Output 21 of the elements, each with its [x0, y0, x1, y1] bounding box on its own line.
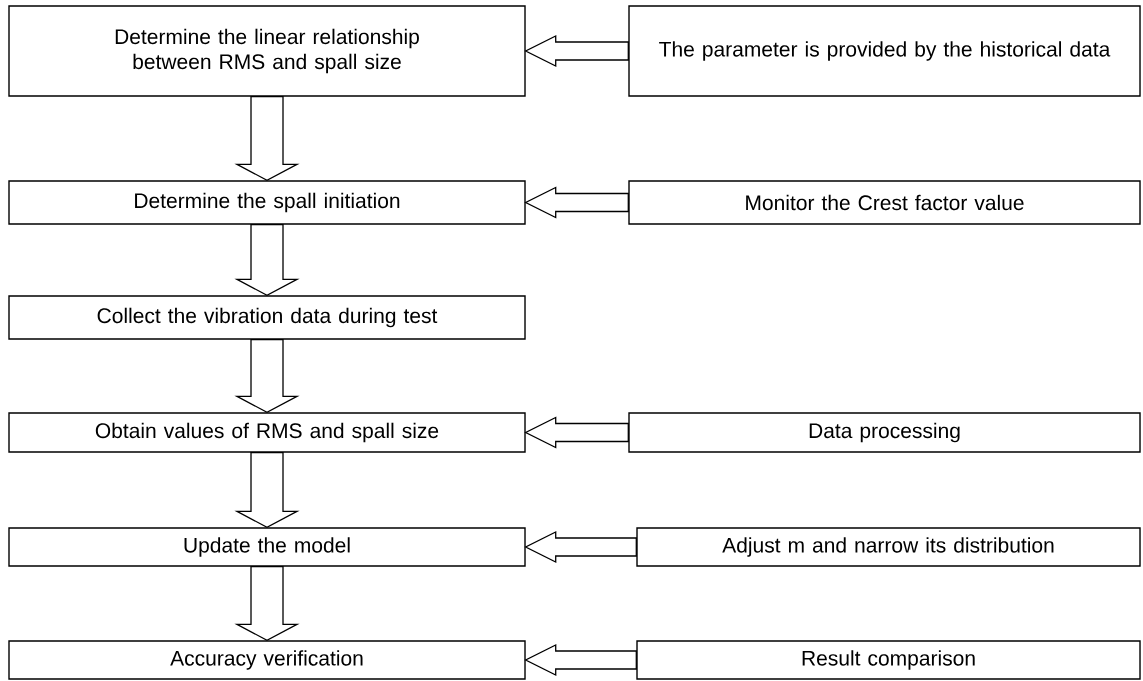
process-box: Monitor the Crest factor value: [628, 180, 1141, 225]
process-box: Accuracy verification: [8, 640, 526, 680]
block-arrow: [234, 224, 300, 297]
block-arrow: [524, 530, 637, 564]
process-box: Adjust m and narrow its distribution: [636, 527, 1141, 567]
process-box: Collect the vibration data during test: [8, 295, 526, 340]
process-box: Determine the linear relationship between RMS and spall size: [8, 5, 526, 97]
block-arrow: [524, 186, 629, 219]
process-box: Result comparison: [636, 640, 1141, 680]
process-box: The parameter is provided by the historical data: [628, 5, 1141, 97]
block-arrow: [234, 96, 300, 182]
block-arrow: [234, 452, 300, 529]
block-arrow: [524, 643, 637, 677]
block-arrow: [524, 416, 629, 449]
block-arrow: [234, 339, 300, 414]
block-arrow: [234, 566, 300, 642]
process-box: Determine the spall initiation: [8, 180, 526, 225]
process-box: Obtain values of RMS and spall size: [8, 412, 526, 453]
process-box: Update the model: [8, 527, 526, 567]
process-box: Data processing: [628, 412, 1141, 453]
block-arrow: [524, 34, 629, 68]
